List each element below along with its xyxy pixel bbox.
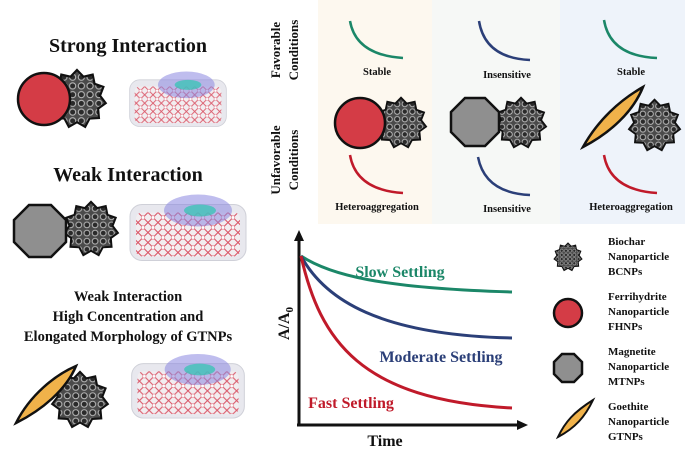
legend-ferrihydrite-icon (552, 297, 584, 329)
ferrihydrite-particle-icon (333, 96, 387, 150)
y-axis-label: A/A0 (276, 306, 296, 340)
legend-goethite-line-2: Nanoparticle (608, 416, 669, 428)
slow-settling-curve (300, 254, 513, 294)
magnetite-unfavorable-result: Insensitive (483, 204, 531, 215)
ferrihydrite-molecular-model-image (129, 71, 227, 127)
moderate-settling-label: Moderate Settling (379, 349, 502, 366)
goethite-favorable-result: Stable (617, 67, 645, 78)
goethite-column: Stable Heteroaggregation (579, 19, 681, 213)
fast-settling-label: Fast Settling (308, 395, 394, 412)
magnetite-particle-icon (449, 96, 501, 148)
legend-goethite-icon (555, 397, 596, 440)
legend-magnetite-icon (552, 352, 584, 384)
legend-magnetite-line-2: Nanoparticle (608, 361, 669, 373)
goethite-caption-line-3: Elongated Morphology of GTNPs (24, 329, 233, 345)
goethite-particle-icon (579, 84, 646, 151)
weak-interaction-title: Weak Interaction (53, 164, 202, 186)
magnetite-column: Insensitive Insensitive (449, 20, 547, 215)
legend-biochar-icon (553, 242, 583, 272)
legend-biochar-line-2: Nanoparticle (608, 251, 669, 263)
biochar-particle-icon (63, 200, 119, 257)
x-axis-label: Time (367, 433, 402, 450)
legend-magnetite-line-1: Magnetite (608, 346, 656, 358)
magnetite-particle-icon (12, 203, 68, 259)
goethite-caption-line-2: High Concentration and (53, 309, 204, 325)
legend-goethite-line-1: Goethite (608, 401, 648, 413)
magnetite-favorable-result: Insensitive (483, 70, 531, 81)
ferrihydrite-unfavorable-result: Heteroaggregation (335, 202, 419, 213)
fast-settling-curve (299, 255, 513, 410)
legend: Biochar Nanoparticle BCNPs Ferrihydrite … (552, 236, 669, 443)
ferrihydrite-particle-icon (16, 71, 72, 127)
goethite-caption-line-1: Weak Interaction (74, 289, 182, 305)
slow-settling-label: Slow Settling (355, 264, 444, 281)
aggregation-curve-icon (602, 154, 658, 195)
aggregation-curve-icon (348, 154, 404, 195)
strong-interaction-title: Strong Interaction (49, 35, 207, 57)
conditions-panel: Favorable Conditions Unfavorable Conditi… (268, 0, 685, 224)
legend-ferrihydrite-line-2: Nanoparticle (608, 306, 669, 318)
unfavorable-label-line-2: Conditions (286, 130, 301, 191)
goethite-unfavorable-result: Heteroaggregation (589, 202, 673, 213)
favorable-label-line-2: Conditions (286, 20, 301, 81)
stable-curve-icon (602, 19, 658, 60)
left-panel: Strong Interaction Weak Interaction Weak… (12, 35, 247, 429)
legend-biochar-line-1: Biochar (608, 236, 645, 248)
goethite-particle-icon (13, 363, 79, 426)
insensitive-curve-icon (477, 20, 531, 62)
x-axis-arrow-icon (517, 420, 528, 430)
stable-curve-icon (348, 20, 404, 60)
goethite-molecular-model-image (131, 353, 245, 419)
y-axis-arrow-icon (294, 230, 304, 241)
unfavorable-label-line-1: Unfavorable (268, 125, 283, 195)
legend-ferrihydrite-line-1: Ferrihydrite (608, 291, 667, 303)
magnetite-molecular-model-image (129, 193, 247, 262)
legend-ferrihydrite-line-3: FHNPs (608, 321, 643, 333)
settling-plot: Slow Settling Moderate Settling Fast Set… (276, 230, 528, 450)
legend-biochar-line-3: BCNPs (608, 266, 643, 278)
ferrihydrite-favorable-result: Stable (363, 67, 391, 78)
favorable-label-line-1: Favorable (268, 22, 283, 79)
moderate-settling-curve (299, 255, 513, 340)
legend-magnetite-line-3: MTNPs (608, 376, 645, 388)
ferrihydrite-column: Stable Heteroaggregation (333, 20, 427, 213)
insensitive-curve-icon (476, 156, 531, 197)
legend-goethite-line-3: GTNPs (608, 431, 644, 443)
